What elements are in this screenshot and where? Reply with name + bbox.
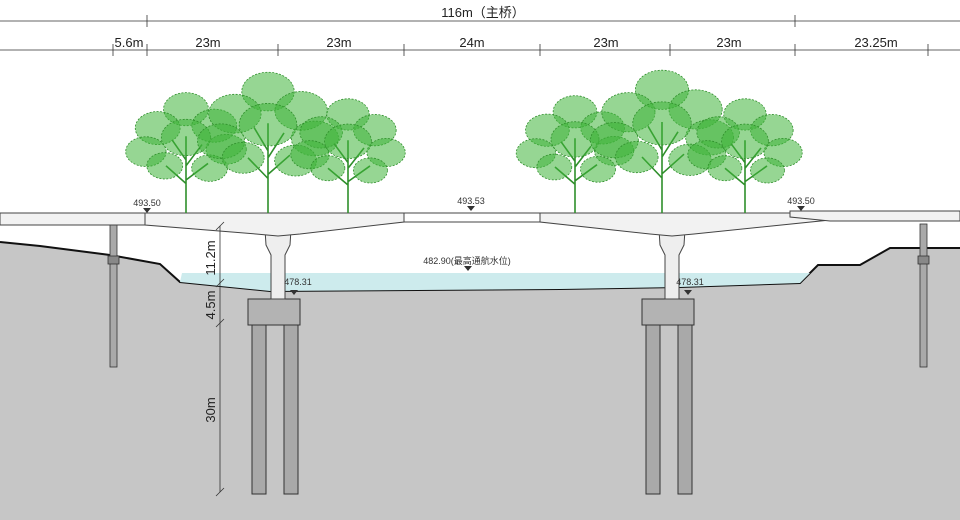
elevation-marker-right-deck: 493.50 xyxy=(787,196,815,211)
span-label-1: 5.6m xyxy=(115,35,144,50)
triangle-down-icon xyxy=(143,208,151,213)
vertical-dimension-tick-cap xyxy=(215,318,225,328)
left-pier-cap xyxy=(247,298,301,326)
tree-icon xyxy=(290,98,406,213)
elevation-marker-left-deck: 493.50 xyxy=(133,198,161,213)
tree-icon xyxy=(687,98,803,213)
dimension-ticks xyxy=(112,15,929,56)
right-pier-cap xyxy=(641,298,695,326)
elevation-marker-right-pier-base: 478.31 xyxy=(676,277,704,295)
span-label-6: 23m xyxy=(716,35,741,50)
span-label-4: 24m xyxy=(459,35,484,50)
right-main-girder xyxy=(539,212,831,237)
svg-text:478.31: 478.31 xyxy=(284,277,312,287)
elevation-marker-left-pier-base: 478.31 xyxy=(284,277,312,295)
svg-text:493.50: 493.50 xyxy=(133,198,161,208)
vertical-dimension-tick-top xyxy=(215,221,225,231)
right-pier-pile-1 xyxy=(645,323,661,495)
right-abutment-pile xyxy=(919,223,928,368)
right-approach-deck xyxy=(789,210,960,222)
ground xyxy=(0,242,960,520)
left-main-girder xyxy=(144,212,405,237)
span-label-2: 23m xyxy=(195,35,220,50)
svg-text:478.31: 478.31 xyxy=(676,277,704,287)
right-abutment-pile-cap xyxy=(917,255,930,265)
water-body xyxy=(180,273,810,291)
left-abutment-pile-cap xyxy=(107,255,120,265)
span-label-7: 23.25m xyxy=(854,35,897,50)
vertical-dim-cap-depth: 4.5m xyxy=(203,291,218,320)
vertical-dimension-tick-bottom xyxy=(215,487,225,497)
right-pier-pile-2 xyxy=(677,323,693,495)
vertical-dim-water-to-deck: 11.2m xyxy=(203,240,218,275)
tree-group xyxy=(125,69,803,213)
span-label-3: 23m xyxy=(326,35,351,50)
triangle-down-icon xyxy=(290,290,298,295)
vertical-dimension-tick-water xyxy=(215,278,225,288)
span-label-5: 23m xyxy=(593,35,618,50)
triangle-down-icon xyxy=(797,206,805,211)
elevation-marker-center-deck: 493.53 xyxy=(457,196,485,211)
triangle-down-icon xyxy=(464,266,472,271)
left-approach-deck xyxy=(0,212,146,226)
center-suspended-span xyxy=(403,212,541,223)
left-abutment-pile xyxy=(109,223,118,368)
vertical-dim-pile-depth: 30m xyxy=(203,397,218,422)
left-pier-pile-1 xyxy=(251,323,267,495)
svg-text:493.50: 493.50 xyxy=(787,196,815,206)
left-pier-pile-2 xyxy=(283,323,299,495)
triangle-down-icon xyxy=(467,206,475,211)
svg-text:493.53: 493.53 xyxy=(457,196,485,206)
triangle-down-icon xyxy=(684,290,692,295)
elevation-marker-water-level: 482.90(最高通航水位) xyxy=(423,255,511,271)
total-span-label: 116m（主桥） xyxy=(441,5,525,20)
svg-text:482.90(最高通航水位): 482.90(最高通航水位) xyxy=(423,255,511,266)
